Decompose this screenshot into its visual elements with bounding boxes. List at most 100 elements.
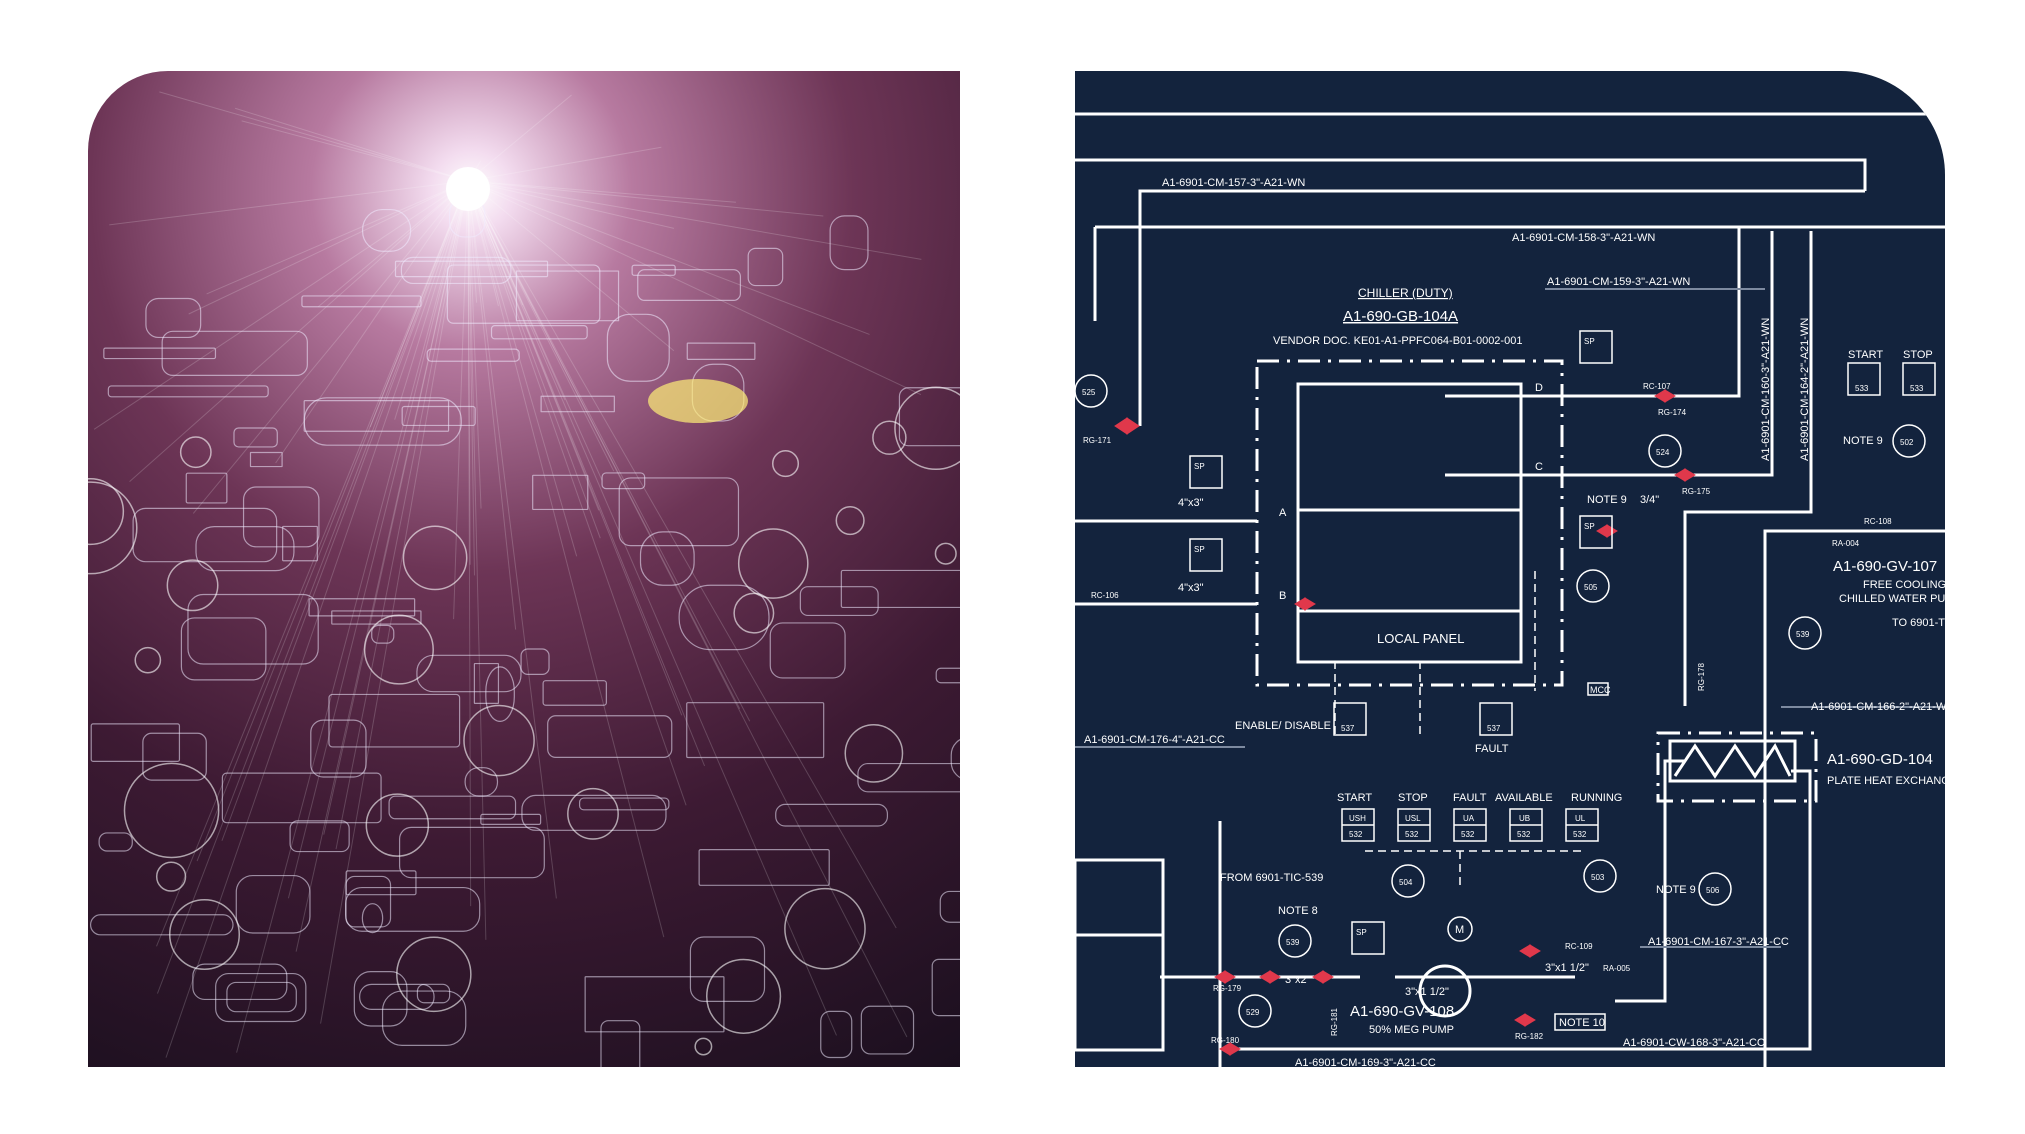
instrument-pg506: 506 bbox=[1706, 886, 1720, 895]
gv108-tag: A1-690-GV-108 bbox=[1350, 1003, 1454, 1020]
valve-rg179: RG-179 bbox=[1213, 984, 1242, 993]
valve-wireframe bbox=[771, 450, 800, 478]
light-ray bbox=[236, 180, 469, 1053]
light-ray bbox=[320, 180, 469, 1024]
line-label-cm157: A1-6901-CM-157-3"-A21-WN bbox=[1162, 177, 1305, 189]
light-ray bbox=[467, 146, 662, 182]
pipe-wireframe bbox=[310, 719, 367, 778]
pipe-wireframe bbox=[345, 875, 392, 928]
size-label: 4"x3" bbox=[1178, 582, 1204, 594]
line-label-cm176: A1-6901-CM-176-4"-A21-CC bbox=[1084, 734, 1225, 746]
light-ray bbox=[369, 180, 469, 428]
light-ray bbox=[467, 180, 600, 511]
size-label: 4"x3" bbox=[1178, 497, 1204, 509]
pipe-wireframe bbox=[187, 593, 319, 665]
pipe-wireframe bbox=[301, 295, 422, 308]
light-ray bbox=[317, 180, 469, 308]
note9-label: NOTE 9 bbox=[1843, 435, 1883, 447]
valve-rg174: RG-174 bbox=[1658, 408, 1687, 417]
signal-tag-ub: UB bbox=[1519, 814, 1530, 823]
light-ray bbox=[467, 180, 824, 217]
light-ray bbox=[394, 180, 469, 420]
process-lines bbox=[1075, 112, 1945, 1067]
instrument-te539: 539 bbox=[1796, 630, 1810, 639]
valve-wireframe bbox=[166, 559, 219, 612]
mcc-box: MCC bbox=[1590, 685, 1611, 695]
sp-537: SP bbox=[1584, 522, 1595, 531]
pipe-wireframe bbox=[249, 451, 283, 468]
valve-rg180: RG-180 bbox=[1211, 1036, 1240, 1045]
pipe-wireframe bbox=[935, 667, 960, 684]
signal-box-xa537: 537 bbox=[1487, 724, 1501, 733]
chiller-tag: A1-690-GB-104A bbox=[1343, 308, 1458, 325]
light-burst bbox=[446, 167, 490, 211]
pipe-wireframe bbox=[678, 584, 770, 651]
signal-box-top-stop: 533 bbox=[1910, 384, 1924, 393]
valve-wireframe bbox=[872, 420, 907, 455]
nozzle-a: A bbox=[1279, 507, 1287, 519]
light-ray bbox=[467, 180, 897, 929]
signal-fault: FAULT bbox=[1453, 792, 1487, 804]
pipe-wireframe bbox=[345, 870, 417, 896]
light-ray bbox=[467, 180, 482, 509]
valve-wireframe bbox=[179, 436, 212, 469]
pipe-wireframe bbox=[361, 208, 412, 252]
light-ray bbox=[109, 180, 469, 226]
signal-box-available: 532 bbox=[1517, 830, 1531, 839]
signal-start: START bbox=[1337, 792, 1372, 804]
lens-flare bbox=[648, 379, 748, 423]
pipe-wireframe bbox=[618, 477, 740, 547]
signal-box-fault: 532 bbox=[1461, 830, 1475, 839]
plate-heat-exchanger bbox=[1668, 739, 1797, 783]
pipe-wireframe bbox=[689, 936, 766, 1002]
valve-rg178: RG-178 bbox=[1697, 662, 1706, 691]
sp-534: SP bbox=[1194, 462, 1205, 471]
pipe-wireframe bbox=[769, 622, 846, 679]
light-ray bbox=[467, 180, 603, 481]
pipe-wireframe bbox=[361, 903, 384, 934]
signal-tag-usl: USL bbox=[1405, 814, 1421, 823]
pipe-wireframe bbox=[515, 270, 620, 322]
line-label-cm169: A1-6901-CM-169-3"-A21-CC bbox=[1295, 1057, 1436, 1067]
note8-label: NOTE 8 bbox=[1278, 905, 1318, 917]
valve-rg181: RG-181 bbox=[1330, 1007, 1339, 1036]
pipe-wireframe bbox=[686, 342, 756, 360]
pipe-wireframe bbox=[473, 662, 500, 704]
pipe-wireframe bbox=[359, 983, 435, 1010]
valve-wireframe bbox=[894, 386, 960, 471]
light-ray bbox=[192, 180, 469, 514]
enable-disable-label: ENABLE/ DISABLE bbox=[1235, 720, 1331, 732]
pump-gv108-icon bbox=[1418, 964, 1472, 1018]
pipe-wireframe bbox=[584, 976, 725, 1033]
pipe-wireframe bbox=[180, 617, 267, 681]
pipe-wireframe bbox=[542, 680, 607, 706]
pipe-wireframe bbox=[639, 531, 695, 586]
signal-box-running: 532 bbox=[1573, 830, 1587, 839]
signal-tag-ush: USH bbox=[1349, 814, 1366, 823]
sp-535: SP bbox=[1194, 545, 1205, 554]
valve-wireframe bbox=[396, 936, 472, 1013]
note9-label: NOTE 9 bbox=[1587, 494, 1627, 506]
signal-running: RUNNING bbox=[1571, 792, 1622, 804]
pipe-wireframe bbox=[820, 1010, 853, 1059]
pipe-wireframe bbox=[142, 732, 207, 781]
valves bbox=[1114, 389, 1696, 1056]
pipe-wireframe bbox=[520, 648, 550, 676]
valve-ra004: RA-004 bbox=[1832, 539, 1860, 548]
signal-box-stop: 532 bbox=[1405, 830, 1419, 839]
pipe-wireframe bbox=[132, 507, 278, 563]
line-label-cm158: A1-6901-CM-158-3"-A21-WN bbox=[1512, 232, 1655, 244]
pipe-wireframe bbox=[145, 297, 202, 339]
light-ray bbox=[206, 180, 469, 295]
gv107-desc2: CHILLED WATER PUMP bbox=[1839, 593, 1945, 605]
note10-box: NOTE 10 bbox=[1559, 1017, 1605, 1029]
pipe-wireframe bbox=[747, 247, 784, 287]
pipe-wireframe bbox=[540, 395, 615, 413]
pipe-wireframe bbox=[600, 1020, 641, 1067]
valve-wireframe bbox=[134, 646, 162, 674]
pipe-wireframe bbox=[161, 330, 308, 376]
signal-tag-ua: UA bbox=[1463, 814, 1475, 823]
instrument-tcv539: 539 bbox=[1286, 938, 1300, 947]
light-ray bbox=[453, 180, 469, 620]
pipe-wireframe bbox=[400, 256, 512, 285]
